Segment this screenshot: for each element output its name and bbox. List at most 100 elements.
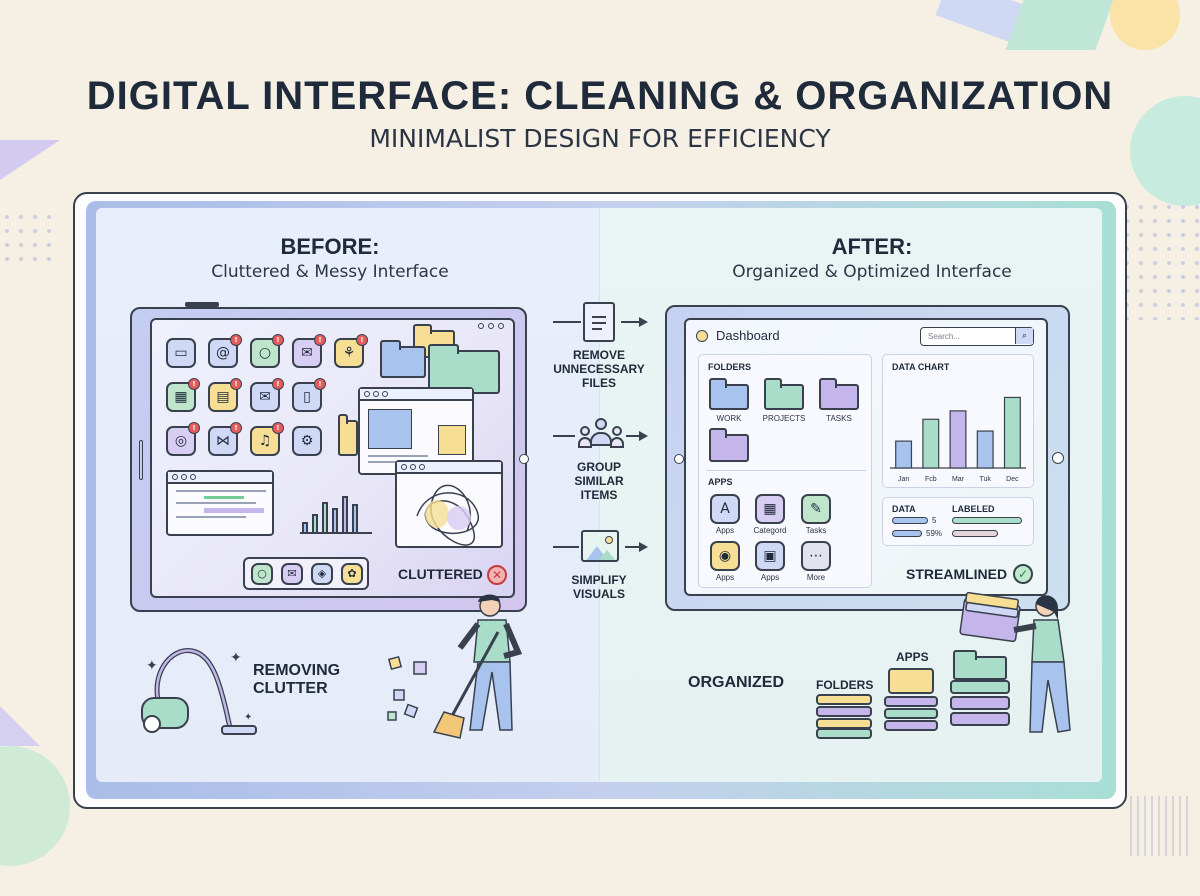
skip-icon[interactable]: ⋈! [208,422,242,456]
folder-work-icon[interactable] [709,378,749,410]
apps-title: APPS [708,477,733,487]
arrow-head [639,317,648,327]
window-controls [478,323,508,331]
tablet-app-icon[interactable]: ▯! [292,378,326,412]
page-subtitle: MINIMALIST DESIGN FOR EFFICIENCY [369,124,831,153]
chart-bar [976,430,994,469]
progress-bar [892,530,922,537]
document-icon [583,302,615,342]
tangled-window[interactable] [395,460,503,548]
chat-icon[interactable]: ○! [250,334,284,368]
chrome-icon[interactable]: ◉ [710,541,740,571]
before-heading: BEFORE: [280,234,380,259]
dashboard-title: Dashboard [716,328,780,343]
stack-layer [816,706,872,717]
folder-icon[interactable] [338,414,358,456]
data-title: DATA [892,504,916,514]
organized-caption: ORGANIZED [688,674,784,691]
laptop-icon[interactable]: ▭ [166,338,196,368]
search-field[interactable]: Search... ⌕ [920,327,1034,346]
removing-clutter-caption: REMOVING CLUTTER [253,662,341,697]
arrow-head [639,542,648,552]
folder-icon[interactable] [709,428,749,462]
chart-title: DATA CHART [892,362,950,372]
decor-circle [1110,0,1180,50]
mail-icon[interactable]: ✉! [292,334,326,368]
gear-icon[interactable]: ⚙ [292,426,322,456]
at-sign-icon[interactable]: @! [208,334,242,368]
stack-layer [884,708,938,719]
folders-title: FOLDERS [708,362,752,372]
mail-icon[interactable]: ✉ [281,562,303,585]
svg-text:✦: ✦ [146,658,158,674]
app-label: Categord [753,526,787,535]
decor-shape [1005,0,1125,50]
folder-tasks-icon[interactable] [819,378,859,410]
notification-badge: ! [356,334,368,346]
chart-bar [1003,396,1021,469]
cluttered-window[interactable] [358,387,474,475]
divider [706,470,866,471]
notification-badge: ! [230,334,242,346]
chart-bar [895,440,913,469]
decor-dots [1120,200,1200,320]
chart-x-tick-label: Mar [952,476,965,483]
grid-icon[interactable]: ▦ [755,494,785,524]
calendar-icon[interactable]: ▦! [166,378,200,412]
stack-apps-label: APPS [896,650,929,664]
puzzle-icon[interactable]: ✿ [341,562,363,585]
app-dock: ○ ✉ ◈ ✿ [243,557,369,590]
svg-text:✦: ✦ [230,650,242,666]
notification-badge: ! [230,422,242,434]
chart-x-tick-label: Tuk [979,476,991,483]
edit-icon[interactable]: ✎ [801,494,831,524]
tablet-camera [674,454,684,464]
app-label: Apps [715,573,735,582]
decor-triangle [0,140,60,180]
puzzle-icon[interactable]: ⚘! [334,334,368,368]
stack-layer [816,694,872,705]
notification-badge: ! [188,378,200,390]
people-group-icon [578,418,624,452]
notification-badge: ! [314,334,326,346]
folder-label: WORK [716,414,742,423]
after-subheading: Organized & Optimized Interface [732,262,1012,282]
data-value: 59% [926,529,943,538]
folder-label: PROJECTS [762,414,806,423]
envelope-icon[interactable]: ✉! [250,378,284,412]
search-icon[interactable]: ⌕ [1015,328,1033,344]
shield-icon[interactable]: ◈ [311,562,333,585]
before-subheading: Cluttered & Messy Interface [211,262,449,282]
code-window[interactable] [166,470,274,536]
tablet-side-button [139,440,143,480]
folder-icon[interactable] [380,340,426,378]
progress-bar [892,517,928,524]
bell-icon[interactable]: ♫! [250,422,284,456]
page-title: DIGITAL INTERFACE: CLEANING & ORGANIZATI… [86,74,1114,118]
search-placeholder: Search... [928,332,961,341]
label-bar [952,517,1022,524]
notification-badge: ! [272,378,284,390]
chart-bar [922,418,940,469]
more-icon[interactable]: ⋯ [801,541,831,571]
mini-bar-chart [300,484,372,534]
notification-badge: ! [314,378,326,390]
tablet-home-button [1052,452,1064,464]
image-icon [581,530,619,562]
decor-triangle [0,706,40,746]
inbox-icon[interactable]: ▤! [208,378,242,412]
chart-x-tick-label: Jan [898,476,909,483]
folder-label: TASKS [826,414,852,423]
app-store-icon[interactable]: A [710,494,740,524]
svg-text:✦: ✦ [244,712,252,723]
chat-icon[interactable]: ○ [251,562,273,585]
arrow-line [553,321,581,323]
folder-projects-icon[interactable] [764,378,804,410]
instagram-icon[interactable]: ◎! [166,422,200,456]
stack-layer [888,668,934,694]
bag-icon[interactable]: ▣ [755,541,785,571]
